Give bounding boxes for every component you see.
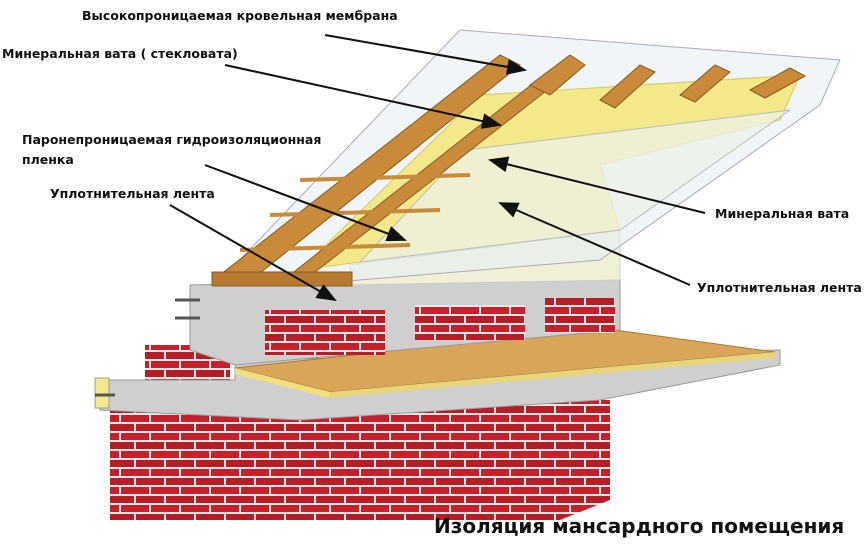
label-vapor-barrier-line1: Паронепроницаемая гидроизоляционная — [22, 132, 322, 147]
label-vapor-barrier-line2: пленка — [22, 152, 74, 167]
label-sealing-tape-left: Уплотнительная лента — [50, 186, 215, 201]
label-mineral-wool-right: Минеральная вата — [715, 206, 850, 221]
label-sealing-tape-right: Уплотнительная лента — [697, 280, 862, 295]
diagram-title: Изоляция мансардного помещения — [434, 514, 845, 538]
upper-wall — [95, 274, 621, 397]
floor-slab — [94, 327, 781, 421]
leader-arrows — [169, 34, 706, 301]
label-roof-membrane: Высокопроницаемая кровельная мембрана — [82, 8, 398, 23]
label-mineral-wool-glass: Минеральная вата ( стекловата) — [2, 46, 238, 61]
vapor-barrier — [358, 109, 791, 263]
